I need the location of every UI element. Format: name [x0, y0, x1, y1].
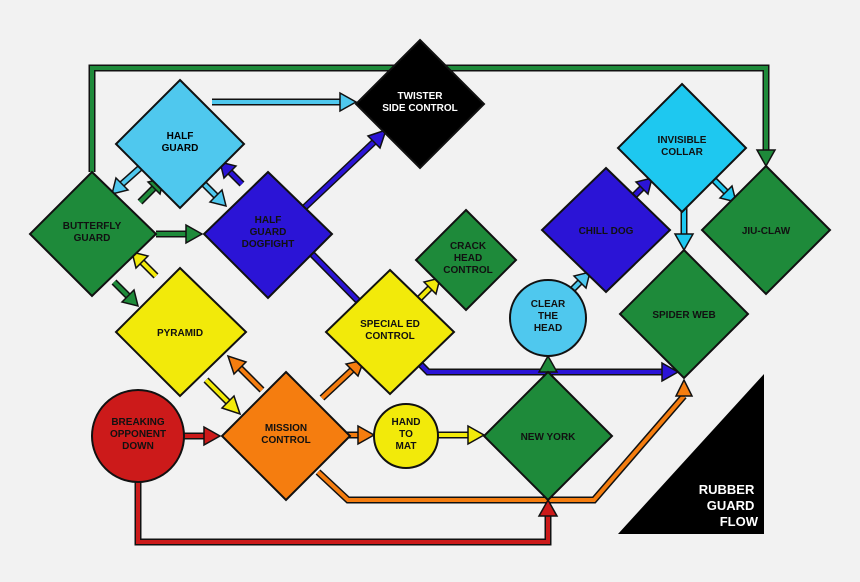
node-chill-dog-label: CHILL DOG: [579, 226, 634, 237]
node-new-york[interactable]: NEW YORK: [482, 370, 614, 502]
edge-pyramid-to-mission: [203, 377, 242, 416]
edge-half-guard-to-twister: [212, 91, 358, 113]
edge-half-guard-to-butterfly: [110, 165, 143, 196]
node-chill-dog[interactable]: CHILL DOG: [540, 166, 672, 294]
edge-pyramid-to-butterfly: [130, 250, 159, 279]
title-text: RUBBER GUARD FLOW: [699, 482, 759, 529]
title-block: RUBBER GUARD FLOW: [618, 374, 764, 534]
node-jiu-claw-label: JIU-CLAW: [742, 226, 791, 237]
edge-dogfight-to-twister: [301, 128, 388, 211]
node-jiu-claw[interactable]: JIU-CLAW: [700, 164, 832, 296]
edge-hand-to-new-york: [438, 424, 486, 446]
node-spider-web[interactable]: SPIDER WEB: [618, 248, 750, 380]
edge-breaking-to-mission: [184, 425, 222, 447]
edge-mission-to-spider-web: [315, 378, 694, 504]
edge-butterfly-to-pyramid: [111, 279, 140, 308]
node-new-york-label: NEW YORK: [521, 432, 577, 443]
edge-butterfly-to-dogfight: [156, 223, 204, 245]
edge-invisible-collar-to-jiu-claw: [711, 177, 738, 204]
edge-dogfight-to-spider-web: [309, 251, 680, 383]
edge-breaking-to-new-york: [134, 482, 559, 546]
node-pyramid[interactable]: PYRAMID: [114, 266, 248, 398]
node-spider-web-label: SPIDER WEB: [652, 310, 715, 321]
edge-mission-to-pyramid: [226, 354, 265, 393]
title-triangle: [618, 374, 764, 534]
node-pyramid-label: PYRAMID: [157, 328, 203, 339]
edge-dogfight-to-half-guard: [218, 160, 245, 187]
